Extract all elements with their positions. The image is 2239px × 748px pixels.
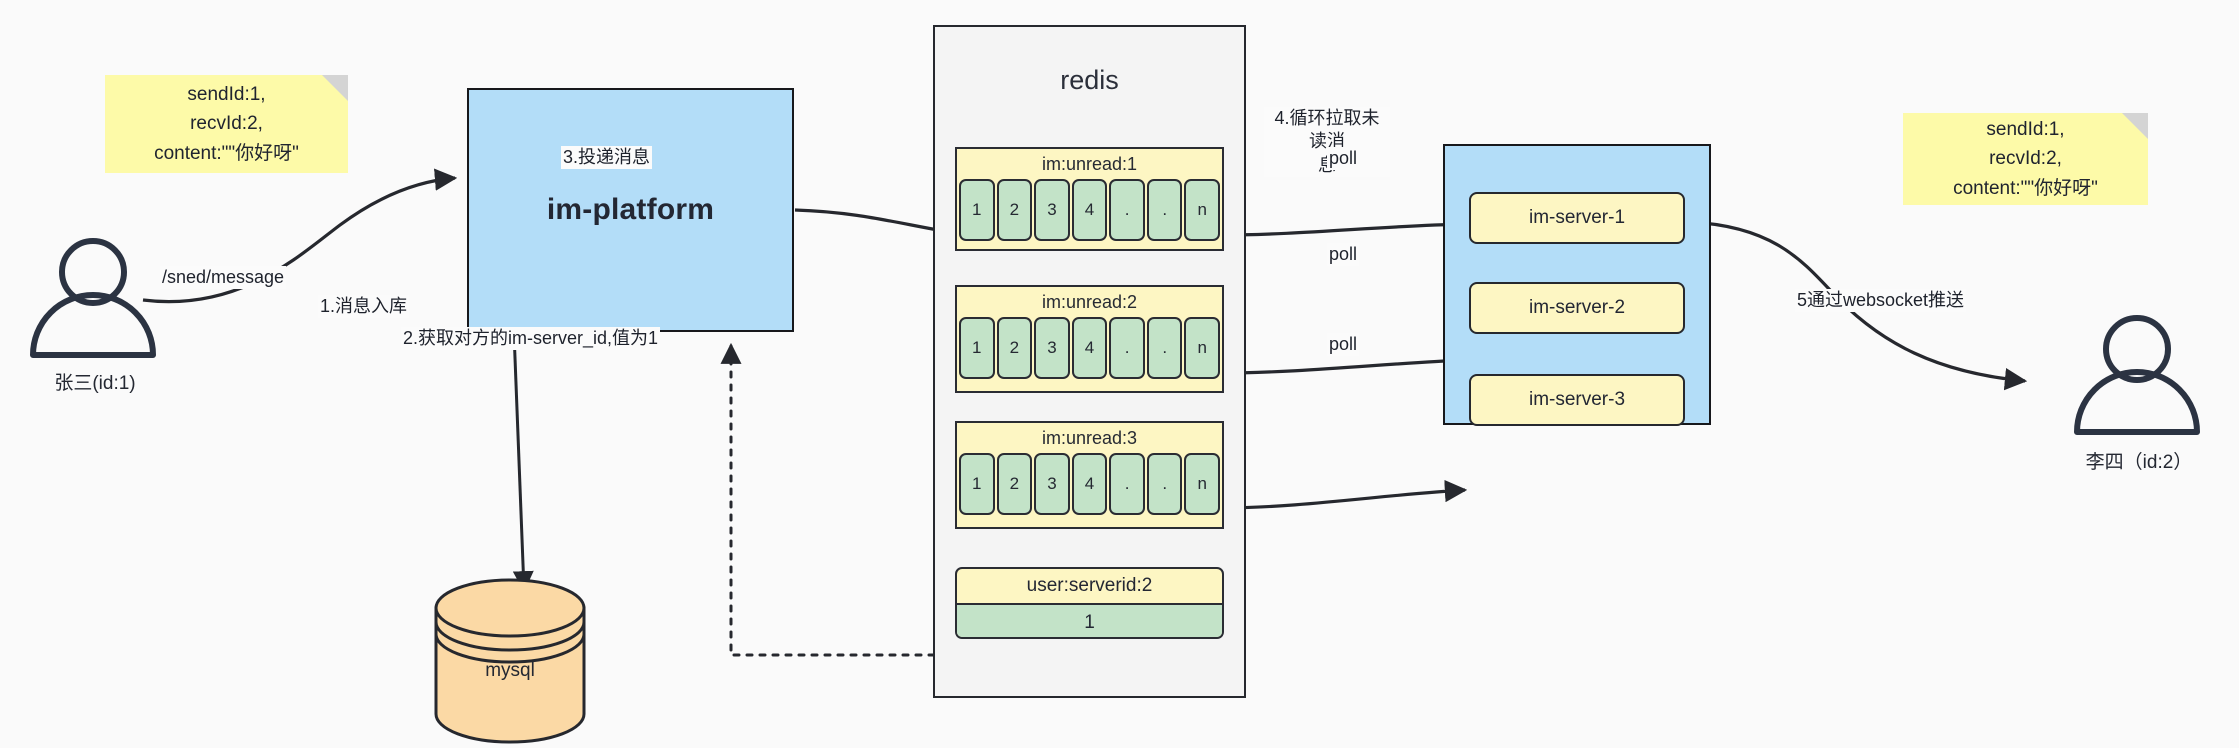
redis-cell[interactable]: 3 [1034, 453, 1070, 515]
im-server-2-label: im-server-2 [1528, 297, 1626, 318]
redis-cell[interactable]: . [1146, 179, 1183, 241]
redis-cell[interactable]: . [1146, 453, 1183, 515]
redis-unread-key-2: im:unread:2 [1041, 292, 1138, 312]
node-im-server-3[interactable]: im-server-3 [1469, 374, 1685, 426]
note-fold-corner [322, 75, 348, 101]
redis-cell[interactable]: 1 [959, 179, 995, 241]
redis-kv-key: user:serverid:2 [1026, 575, 1153, 596]
redis-unread-key-1: im:unread:1 [1041, 154, 1138, 174]
note-fold-corner [2122, 113, 2148, 139]
im-server-3-label: im-server-3 [1528, 389, 1626, 410]
redis-cell[interactable]: n [1184, 179, 1221, 241]
node-im-platform[interactable]: im-platform [467, 88, 794, 332]
person-icon-sender [30, 238, 156, 358]
redis-cell[interactable]: 2 [996, 453, 1033, 515]
im-platform-label: im-platform [546, 193, 715, 226]
note-sender-payload: sendId:1, recvId:2, content:""你好呀" [105, 75, 348, 173]
im-server-1-label: im-server-1 [1528, 207, 1626, 228]
redis-unread-group-1[interactable]: im:unread:1 1 2 3 4 . . n [955, 147, 1224, 251]
node-redis-container[interactable]: redis im:unread:1 1 2 3 4 . . n im:unrea… [933, 25, 1246, 698]
redis-cell[interactable]: . [1109, 453, 1145, 515]
actor-label-sender: 张三(id:1) [54, 373, 136, 394]
redis-cell[interactable]: 4 [1071, 317, 1108, 379]
redis-cell[interactable]: 1 [959, 317, 995, 379]
redis-cell[interactable]: . [1109, 179, 1145, 241]
redis-cell[interactable]: 1 [959, 453, 995, 515]
edge-label-send-message: /sned/message [160, 266, 287, 290]
mysql-cylinder-icon [434, 578, 586, 744]
edge-label-poll-2: poll [1327, 243, 1360, 267]
redis-cell[interactable]: 2 [996, 317, 1033, 379]
edge-label-step3: 3.投递消息 [561, 146, 653, 170]
note-receiver-text: sendId:1, recvId:2, content:""你好呀" [1953, 118, 2098, 199]
redis-cell[interactable]: 3 [1034, 179, 1070, 241]
redis-unread-cells-3: 1 2 3 4 . . n [957, 453, 1222, 518]
redis-unread-group-3[interactable]: im:unread:3 1 2 3 4 . . n [955, 421, 1224, 529]
redis-kv-user-serverid[interactable]: user:serverid:2 1 [955, 567, 1224, 639]
actor-label-receiver: 李四（id:2） [2085, 452, 2193, 473]
redis-unread-cells-1: 1 2 3 4 . . n [957, 179, 1222, 244]
node-im-server-cluster[interactable]: im-server-1 im-server-2 im-server-3 [1443, 144, 1711, 426]
redis-cell[interactable]: 2 [996, 179, 1033, 241]
node-im-server-1[interactable]: im-server-1 [1469, 192, 1685, 244]
edge-label-poll-3: poll [1327, 333, 1360, 357]
node-im-server-2[interactable]: im-server-2 [1469, 282, 1685, 334]
redis-unread-cells-2: 1 2 3 4 . . n [957, 317, 1222, 382]
redis-cell[interactable]: 4 [1071, 453, 1108, 515]
redis-cell[interactable]: 3 [1034, 317, 1070, 379]
redis-cell[interactable]: n [1184, 317, 1221, 379]
redis-cell[interactable]: . [1146, 317, 1183, 379]
redis-cell[interactable]: 4 [1071, 179, 1108, 241]
redis-title: redis [1060, 65, 1119, 95]
redis-unread-key-3: im:unread:3 [1041, 428, 1138, 448]
person-icon-receiver [2074, 315, 2200, 435]
note-sender-text: sendId:1, recvId:2, content:""你好呀" [154, 83, 299, 164]
mysql-label: mysql [485, 660, 535, 681]
edge-label-poll-1: poll [1327, 147, 1360, 171]
redis-cell[interactable]: . [1109, 317, 1145, 379]
edge-label-step5: 5通过websocket推送 [1795, 289, 1967, 313]
note-receiver-payload: sendId:1, recvId:2, content:""你好呀" [1903, 113, 2148, 205]
redis-unread-group-2[interactable]: im:unread:2 1 2 3 4 . . n [955, 285, 1224, 393]
redis-kv-value: 1 [957, 603, 1222, 637]
redis-cell[interactable]: n [1184, 453, 1221, 515]
edge-label-step1: 1.消息入库 [318, 295, 410, 319]
edge-label-step2: 2.获取对方的im-server_id,值为1 [401, 327, 661, 351]
